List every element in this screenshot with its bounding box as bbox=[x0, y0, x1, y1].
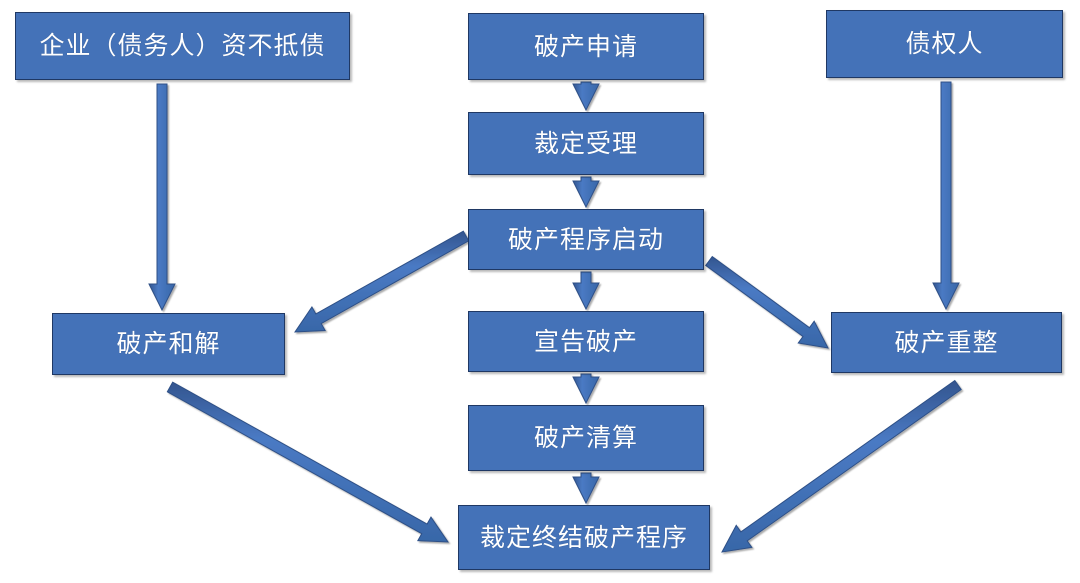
node-settlement[interactable]: 破产和解 bbox=[52, 313, 285, 375]
arrow-creditor-to-reorganization bbox=[932, 81, 960, 311]
node-reorganization[interactable]: 破产重整 bbox=[831, 312, 1062, 373]
node-start[interactable]: 破产程序启动 bbox=[468, 209, 704, 270]
node-label: 裁定终结破产程序 bbox=[479, 522, 688, 552]
arrow-start-to-declaration bbox=[572, 271, 600, 311]
arrow-settlement-to-termination bbox=[166, 381, 449, 543]
node-termination[interactable]: 裁定终结破产程序 bbox=[458, 505, 710, 570]
node-label: 企业（债务人）资不抵债 bbox=[39, 31, 326, 61]
node-label: 破产清算 bbox=[533, 423, 638, 453]
arrow-reorganization-to-termination bbox=[721, 379, 962, 553]
node-label: 破产程序启动 bbox=[507, 224, 664, 254]
node-label: 宣告破产 bbox=[533, 326, 638, 356]
node-declaration[interactable]: 宣告破产 bbox=[468, 311, 704, 372]
node-insolvent[interactable]: 企业（债务人）资不抵债 bbox=[15, 12, 350, 80]
node-label: 破产和解 bbox=[116, 329, 221, 359]
node-creditor[interactable]: 债权人 bbox=[826, 10, 1063, 78]
arrow-liquidation-to-termination bbox=[572, 472, 600, 505]
arrow-insolvent-to-settlement bbox=[148, 83, 176, 312]
arrow-start-to-settlement bbox=[294, 230, 470, 333]
node-label: 债权人 bbox=[905, 29, 984, 59]
node-label: 破产重整 bbox=[894, 327, 999, 357]
node-application[interactable]: 破产申请 bbox=[468, 13, 704, 80]
arrow-application-to-acceptance bbox=[572, 81, 600, 112]
arrow-acceptance-to-start bbox=[572, 176, 600, 209]
node-liquidation[interactable]: 破产清算 bbox=[468, 405, 704, 471]
node-acceptance[interactable]: 裁定受理 bbox=[468, 112, 704, 175]
arrow-start-to-reorganization bbox=[705, 255, 829, 349]
arrow-declaration-to-liquidation bbox=[572, 373, 600, 405]
node-label: 裁定受理 bbox=[533, 128, 638, 158]
node-label: 破产申请 bbox=[533, 31, 638, 61]
